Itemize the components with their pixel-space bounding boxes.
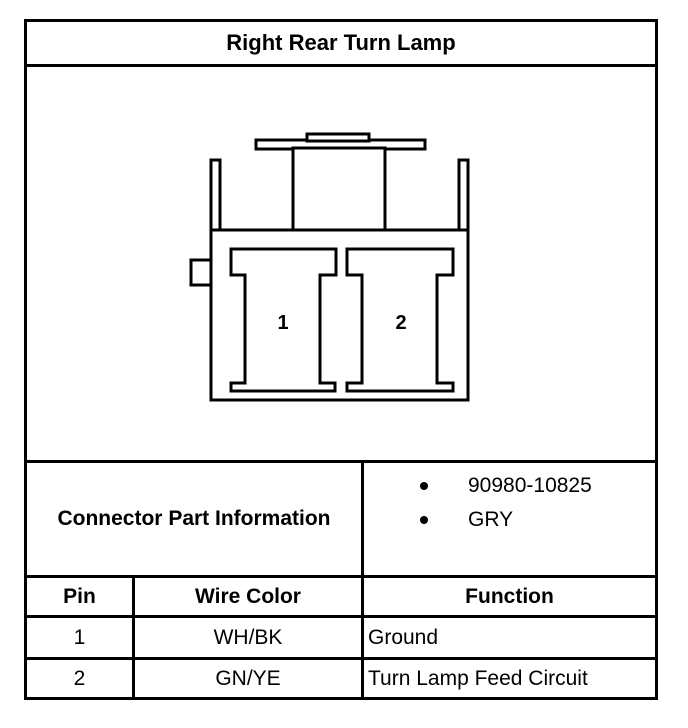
table-row: 1 WH/BK Ground — [27, 618, 655, 660]
pin-label-2: 2 — [395, 312, 406, 334]
info-item-part-number: 90980-10825 — [420, 474, 592, 498]
wire-color-cell: WH/BK — [135, 618, 364, 657]
header-pin: Pin — [27, 578, 135, 615]
bullet-icon — [420, 516, 428, 524]
function-cell: Ground — [368, 625, 439, 649]
pin-cell: 1 — [27, 618, 135, 657]
connector-part-info: Connector Part Information 90980-10825 G… — [27, 460, 655, 578]
connector-color: GRY — [468, 508, 514, 531]
connector-diagram: 1 2 — [27, 67, 655, 460]
function-cell: Turn Lamp Feed Circuit — [368, 666, 588, 690]
latch-body — [291, 146, 387, 232]
connector-housing — [209, 228, 470, 402]
pin-label-1: 1 — [277, 312, 288, 334]
info-list: 90980-10825 GRY — [364, 463, 655, 575]
part-number: 90980-10825 — [468, 474, 592, 497]
pin-table: Pin Wire Color Function 1 WH/BK Ground 2… — [27, 578, 655, 697]
table-header: Pin Wire Color Function — [27, 578, 655, 618]
header-wire-color: Wire Color — [135, 578, 364, 615]
info-label: Connector Part Information — [27, 463, 364, 575]
right-post — [457, 158, 470, 234]
page-title: Right Rear Turn Lamp — [27, 22, 655, 67]
connector-sheet: Right Rear Turn Lamp 1 — [24, 19, 658, 700]
left-post — [209, 158, 222, 234]
header-function: Function — [465, 584, 554, 608]
latch-tab — [305, 132, 371, 143]
cavity-2 — [345, 247, 455, 393]
table-row: 2 GN/YE Turn Lamp Feed Circuit — [27, 660, 655, 697]
pin-cell: 2 — [27, 660, 135, 697]
connector-drawing: 1 2 — [189, 132, 470, 402]
bullet-icon — [420, 482, 428, 490]
wire-color-cell: GN/YE — [135, 660, 364, 697]
key-nub — [189, 258, 213, 287]
cavity-1 — [229, 247, 338, 393]
info-item-color: GRY — [420, 508, 513, 532]
